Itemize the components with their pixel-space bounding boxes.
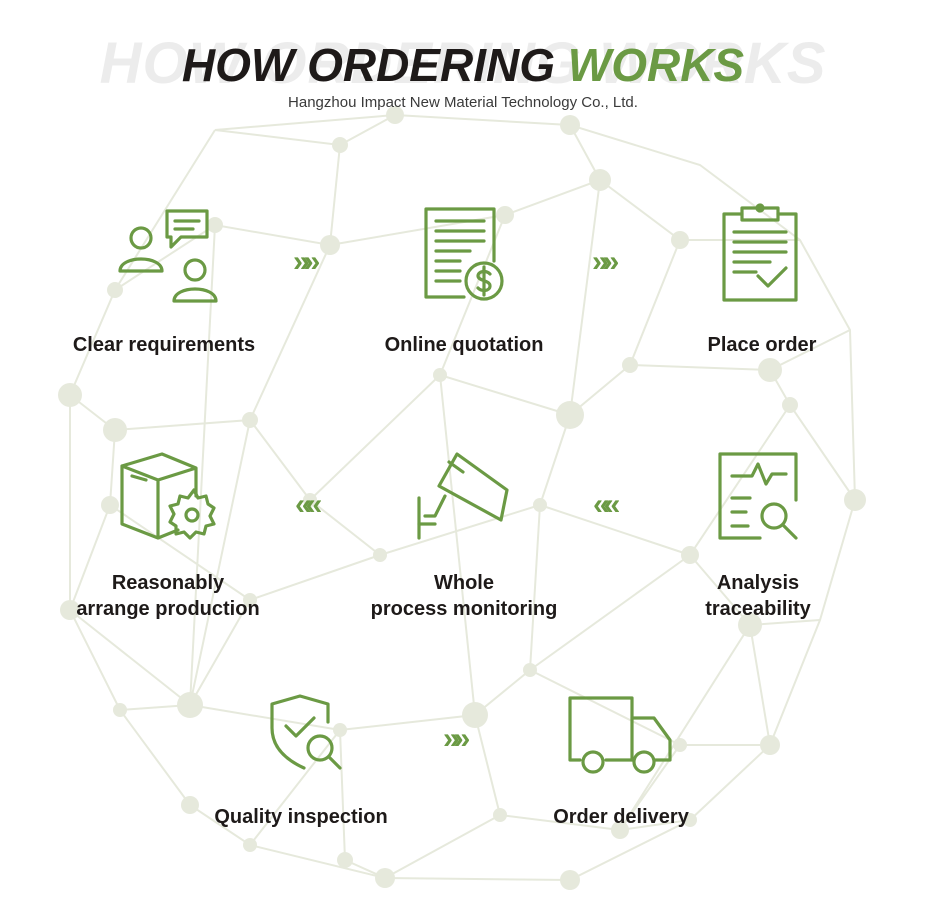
- analysis-document-icon: [718, 452, 798, 540]
- quotation-document-icon: [424, 207, 504, 301]
- users-chat-icon: [118, 209, 218, 303]
- delivery-truck-icon: [568, 696, 672, 774]
- box-gear-icon: [120, 452, 216, 540]
- step-label: Place order: [707, 334, 817, 356]
- page-title: HOW ORDERING WORKS: [0, 38, 926, 92]
- step-label-line2: arrange production: [76, 598, 260, 620]
- step-label: Clear requirements: [72, 334, 256, 356]
- step-label-line2: process monitoring: [370, 598, 558, 620]
- arrow-right-2: »»: [592, 245, 619, 278]
- arrow-left-2: ««: [295, 488, 322, 521]
- title-accent: WORKS: [567, 39, 745, 91]
- title-watermark: HOW ORDERING WORKS: [99, 31, 827, 96]
- step-label: Order delivery: [553, 806, 689, 828]
- step-label: Whole: [434, 572, 494, 594]
- step-label-line2: traceability: [705, 598, 811, 620]
- step-label: Online quotation: [384, 334, 544, 356]
- camera-monitor-icon: [417, 452, 509, 540]
- arrow-left-1: ««: [593, 488, 620, 521]
- company-subtitle: Hangzhou Impact New Material Technology …: [288, 94, 638, 111]
- step-label: Quality inspection: [214, 806, 388, 828]
- clipboard-check-icon: [722, 203, 798, 302]
- shield-check-icon: [270, 694, 342, 770]
- arrow-right-3: »»: [443, 722, 470, 755]
- title-main: HOW ORDERING: [181, 39, 555, 91]
- arrow-right-1: »»: [293, 245, 320, 278]
- step-label: Reasonably: [111, 572, 225, 594]
- step-label: Analysis: [716, 572, 800, 594]
